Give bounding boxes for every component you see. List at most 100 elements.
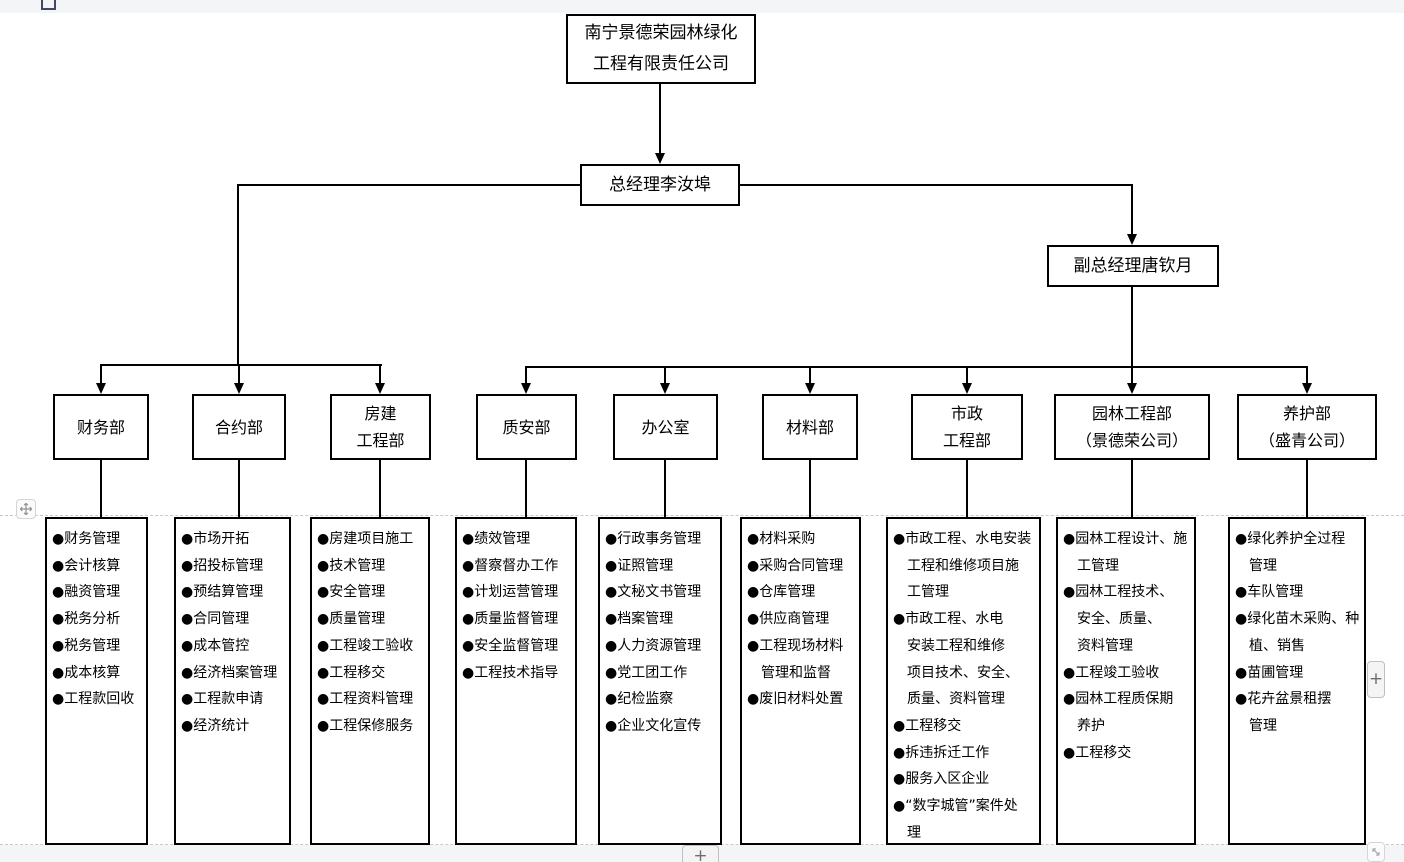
arrow-head [96, 383, 106, 394]
connector-line [1131, 366, 1133, 385]
department-title: 养护部 （盛青公司） [1258, 404, 1355, 450]
resize-diagonal-icon[interactable] [1367, 842, 1385, 862]
department-title: 合约部 [214, 417, 263, 437]
duty-item: ●成本核算 [52, 664, 121, 681]
duty-item: ●供应商管理 [747, 611, 830, 628]
duty-item: ●工程资料管理 [317, 691, 414, 708]
duty-item: ●绿化苗木采购、种 植、销售 [1235, 611, 1360, 654]
department-box-8: 养护部 （盛青公司） [1237, 394, 1377, 460]
department-box-3: 质安部 [476, 394, 577, 460]
duty-item: ●质量监督管理 [462, 611, 559, 628]
duty-item: ●技术管理 [317, 557, 386, 574]
connector-line [966, 460, 968, 517]
connector-line [740, 184, 1133, 186]
duty-item: ●采购合同管理 [747, 557, 844, 574]
duty-item: ●工程竣工验收 [317, 637, 414, 654]
arrow-head [805, 383, 815, 394]
duty-item: ●会计核算 [52, 557, 121, 574]
duty-item: ●花卉盆景租摆 管理 [1235, 691, 1332, 734]
arrow-head [234, 383, 244, 394]
duty-item: ●招投标管理 [181, 557, 264, 574]
deputy-manager-name: 副总经理唐钦月 [1073, 255, 1193, 276]
duty-item: ●材料采购 [747, 531, 816, 547]
duty-list-box-3: ●绩效管理●督察督办工作●计划运营管理●质量监督管理●安全监督管理●工程技术指导 [455, 517, 577, 845]
duty-item: ●企业文化宣传 [605, 717, 702, 734]
plus-label: + [1368, 669, 1384, 689]
department-title: 财务部 [76, 417, 125, 437]
duty-item: ●督察督办工作 [462, 557, 559, 574]
connector-line [664, 460, 666, 517]
duty-item: ●预结算管理 [181, 584, 264, 601]
arrow-head [1127, 383, 1137, 394]
duty-item: ●纪检监察 [605, 691, 674, 708]
move-handle-icon[interactable] [16, 499, 36, 519]
duty-item: ●工程现场材料 管理和监督 [747, 637, 844, 681]
duty-list-box-4: ●行政事务管理●证照管理●文秘文书管理●档案管理●人力资源管理●党工团工作●纪检… [598, 517, 722, 845]
duty-item: ●档案管理 [605, 611, 674, 628]
duty-item: ●安全管理 [317, 584, 386, 601]
connector-line [100, 364, 102, 385]
connector-line [809, 460, 811, 517]
duty-item: ●工程移交 [1063, 744, 1132, 761]
company-box: 南宁景德荣园林绿化 工程有限责任公司 [566, 14, 756, 84]
connector-line [237, 184, 239, 366]
duty-item: ●税务管理 [52, 637, 121, 654]
general-manager-box: 总经理李汝埠 [580, 164, 740, 206]
zoom-plus-button-bottom[interactable]: + [682, 845, 719, 862]
duty-item: ●绩效管理 [462, 531, 531, 547]
duty-item: ●市场开拓 [181, 531, 250, 547]
duty-item: ●工程款回收 [52, 691, 135, 708]
window-square-icon[interactable] [41, 0, 56, 10]
arrow-head [655, 153, 665, 164]
duty-item: ●园林工程设计、施 工管理 [1063, 531, 1188, 574]
arrow-head [375, 383, 385, 394]
duty-item: ●合同管理 [181, 611, 250, 628]
zoom-plus-button-right[interactable]: + [1367, 661, 1385, 698]
duty-item: ●成本管控 [181, 637, 250, 654]
connector-line [809, 366, 811, 385]
duty-item: ●财务管理 [52, 531, 121, 547]
department-title: 房建 工程部 [356, 404, 405, 450]
duty-item: ●融资管理 [52, 584, 121, 601]
duty-item: ●税务分析 [52, 611, 121, 628]
department-title: 办公室 [641, 417, 690, 437]
connector-line [1306, 460, 1308, 517]
connector-line [1131, 287, 1133, 368]
department-box-5: 材料部 [762, 394, 858, 460]
connector-line [664, 366, 666, 385]
duty-item: ●市政工程、水电 安装工程和维修 项目技术、安全、 质量、资料管理 [893, 611, 1019, 708]
deputy-manager-box: 副总经理唐钦月 [1047, 245, 1219, 287]
connector-line [526, 366, 1308, 368]
connector-line [1131, 184, 1133, 235]
duty-item: ●仓库管理 [747, 584, 816, 601]
department-box-0: 财务部 [53, 394, 149, 460]
department-title: 质安部 [502, 417, 551, 437]
duty-item: ●工程竣工验收 [1063, 664, 1160, 681]
arrow-head [660, 383, 670, 394]
duty-item: ●工程技术指导 [462, 664, 559, 681]
general-manager-name: 总经理李汝埠 [609, 174, 711, 195]
duty-item: ●文秘文书管理 [605, 584, 702, 601]
connector-line [238, 364, 240, 385]
duty-item: ●拆违拆迁工作 [893, 744, 990, 761]
duty-item: ●工程款申请 [181, 691, 264, 708]
connector-line [1306, 366, 1308, 385]
duty-item: ●车队管理 [1235, 584, 1304, 601]
duty-item: ●废旧材料处置 [747, 691, 844, 708]
duty-item: ●市政工程、水电安装 工程和维修项目施 工管理 [893, 531, 1032, 601]
duty-item: ●工程移交 [317, 664, 386, 681]
duty-list-box-8: ●绿化养护全过程 管理●车队管理●绿化苗木采购、种 植、销售●苗圃管理●花卉盆景… [1228, 517, 1366, 845]
duty-item: ●计划运营管理 [462, 584, 559, 601]
duty-item: ●园林工程质保期 养护 [1063, 691, 1174, 734]
connector-line [100, 364, 382, 366]
arrow-head [1302, 383, 1312, 394]
department-box-2: 房建 工程部 [330, 394, 431, 460]
department-title: 材料部 [785, 417, 834, 437]
connector-line [525, 366, 527, 385]
duty-list-box-0: ●财务管理 ●会计核算 ●融资管理 ●税务分析 ●税务管理 ●成本核算 ●工程款回收 [45, 517, 148, 845]
duty-list-box-5: ●材料采购 ●采购合同管理 ●仓库管理 ●供应商管理 ●工程现场材料 管理和监督 ●废旧材… [740, 517, 861, 845]
plus-label: + [693, 845, 708, 862]
duty-item: ●证照管理 [605, 557, 674, 574]
duty-item: ●经济统计 [181, 717, 250, 734]
